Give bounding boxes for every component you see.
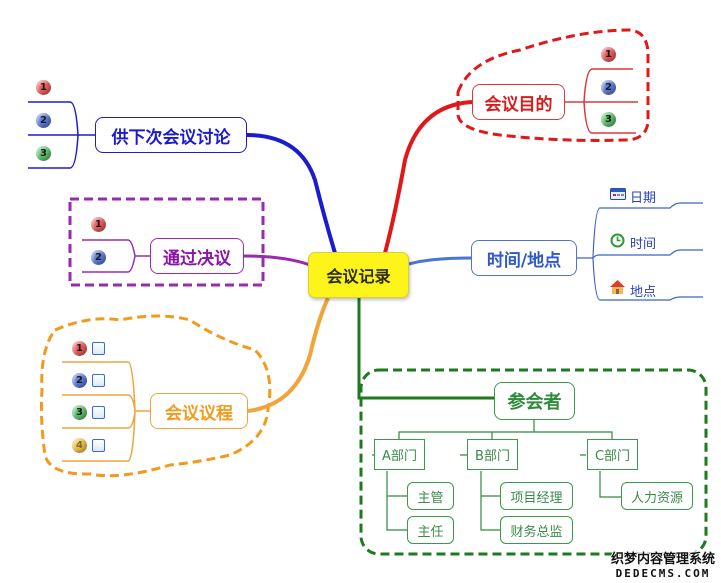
leaf-place-label: 地点	[630, 285, 657, 300]
badge-number: 3	[40, 148, 47, 159]
member-label: 人力资源	[630, 490, 683, 506]
purpose-leaf-lines	[565, 68, 638, 134]
agenda-boundary	[39, 314, 272, 478]
badge-number: 1	[95, 219, 102, 230]
member-node[interactable]: 主任	[407, 516, 454, 544]
priority-2-icon: 2	[601, 80, 616, 95]
dept-a[interactable]: A部门	[374, 439, 425, 470]
topic-discussion-label: 供下次会议讨论	[111, 127, 231, 148]
topic-attendees-label: 参会者	[507, 392, 562, 413]
resolution-leaf-lines	[82, 239, 150, 273]
clock-icon	[610, 233, 625, 248]
priority-3-icon: 3	[601, 112, 616, 127]
dept-c[interactable]: C部门	[587, 439, 638, 470]
priority-1-icon: 1	[91, 217, 106, 232]
priority-1-icon: 1	[72, 341, 87, 356]
task-checkbox[interactable]	[92, 374, 105, 387]
topic-time-place[interactable]: 时间/地点	[471, 240, 577, 276]
attendees-org-lines	[372, 420, 621, 531]
agenda-leaf-lines	[62, 361, 150, 462]
member-label: 主任	[417, 524, 444, 540]
member-node[interactable]: 人力资源	[621, 482, 693, 510]
branch-line-purpose	[383, 100, 473, 254]
priority-1-icon: 1	[36, 80, 51, 95]
house-icon	[610, 280, 625, 294]
priority-1-icon: 1	[601, 47, 616, 62]
topic-agenda-label: 会议议程	[165, 403, 233, 424]
dept-a-label: A部门	[382, 449, 417, 464]
attendees-boundary	[359, 368, 708, 556]
watermark-line2: DEDECMS.COM	[615, 567, 711, 580]
leaf-time-label: 时间	[630, 237, 657, 252]
task-checkbox[interactable]	[92, 342, 105, 355]
time-leaf-lines	[577, 202, 703, 301]
member-node[interactable]: 项目经理	[500, 482, 573, 510]
topic-purpose[interactable]: 会议目的	[472, 84, 565, 120]
member-node[interactable]: 财务总监	[500, 516, 573, 544]
topic-purpose-label: 会议目的	[484, 94, 553, 115]
central-topic[interactable]: 会议记录	[308, 252, 409, 298]
dept-b[interactable]: B部门	[467, 439, 518, 470]
badge-number: 2	[605, 82, 612, 93]
badge-number: 1	[605, 49, 612, 60]
topic-discussion[interactable]: 供下次会议讨论	[95, 117, 247, 153]
badge-number: 1	[76, 343, 83, 354]
topic-attendees[interactable]: 参会者	[494, 382, 575, 420]
dept-c-label: C部门	[594, 449, 631, 464]
branch-line-attendees	[357, 298, 494, 400]
badge-number: 3	[76, 407, 83, 418]
purpose-boundary	[456, 28, 650, 142]
calendar-icon	[610, 188, 626, 200]
topic-agenda[interactable]: 会议议程	[150, 393, 248, 429]
priority-2-icon: 2	[36, 113, 51, 128]
watermark: 织梦内容管理系统 DEDECMS.COM	[611, 548, 715, 580]
badge-number: 2	[40, 115, 47, 126]
task-checkbox[interactable]	[92, 406, 105, 419]
badge-number: 2	[76, 375, 83, 386]
leaf-date-label: 日期	[630, 191, 657, 206]
task-checkbox[interactable]	[92, 439, 105, 452]
badge-number: 2	[95, 252, 102, 263]
badge-number: 4	[76, 440, 83, 451]
priority-3-icon: 3	[36, 146, 51, 161]
central-topic-label: 会议记录	[326, 267, 391, 286]
priority-4-icon: 4	[72, 438, 87, 453]
branch-line-time	[408, 256, 472, 266]
member-node[interactable]: 主管	[407, 482, 454, 510]
discussion-leaf-lines	[28, 101, 95, 169]
member-label: 主管	[417, 490, 444, 506]
topic-resolution-label: 通过决议	[163, 248, 231, 269]
priority-3-icon: 3	[72, 405, 87, 420]
branch-line-discussion	[246, 133, 337, 254]
topic-resolution[interactable]: 通过决议	[150, 238, 244, 274]
member-label: 财务总监	[510, 524, 563, 540]
badge-number: 1	[40, 82, 47, 93]
branch-line-agenda	[247, 297, 330, 413]
member-label: 项目经理	[510, 490, 563, 506]
branch-line-resolution	[243, 254, 311, 267]
watermark-line1: 织梦内容管理系统	[611, 552, 716, 567]
topic-time-place-label: 时间/地点	[486, 250, 562, 271]
priority-2-icon: 2	[91, 250, 106, 265]
priority-2-icon: 2	[72, 373, 87, 388]
dept-b-label: B部门	[475, 449, 510, 464]
badge-number: 3	[605, 114, 612, 125]
